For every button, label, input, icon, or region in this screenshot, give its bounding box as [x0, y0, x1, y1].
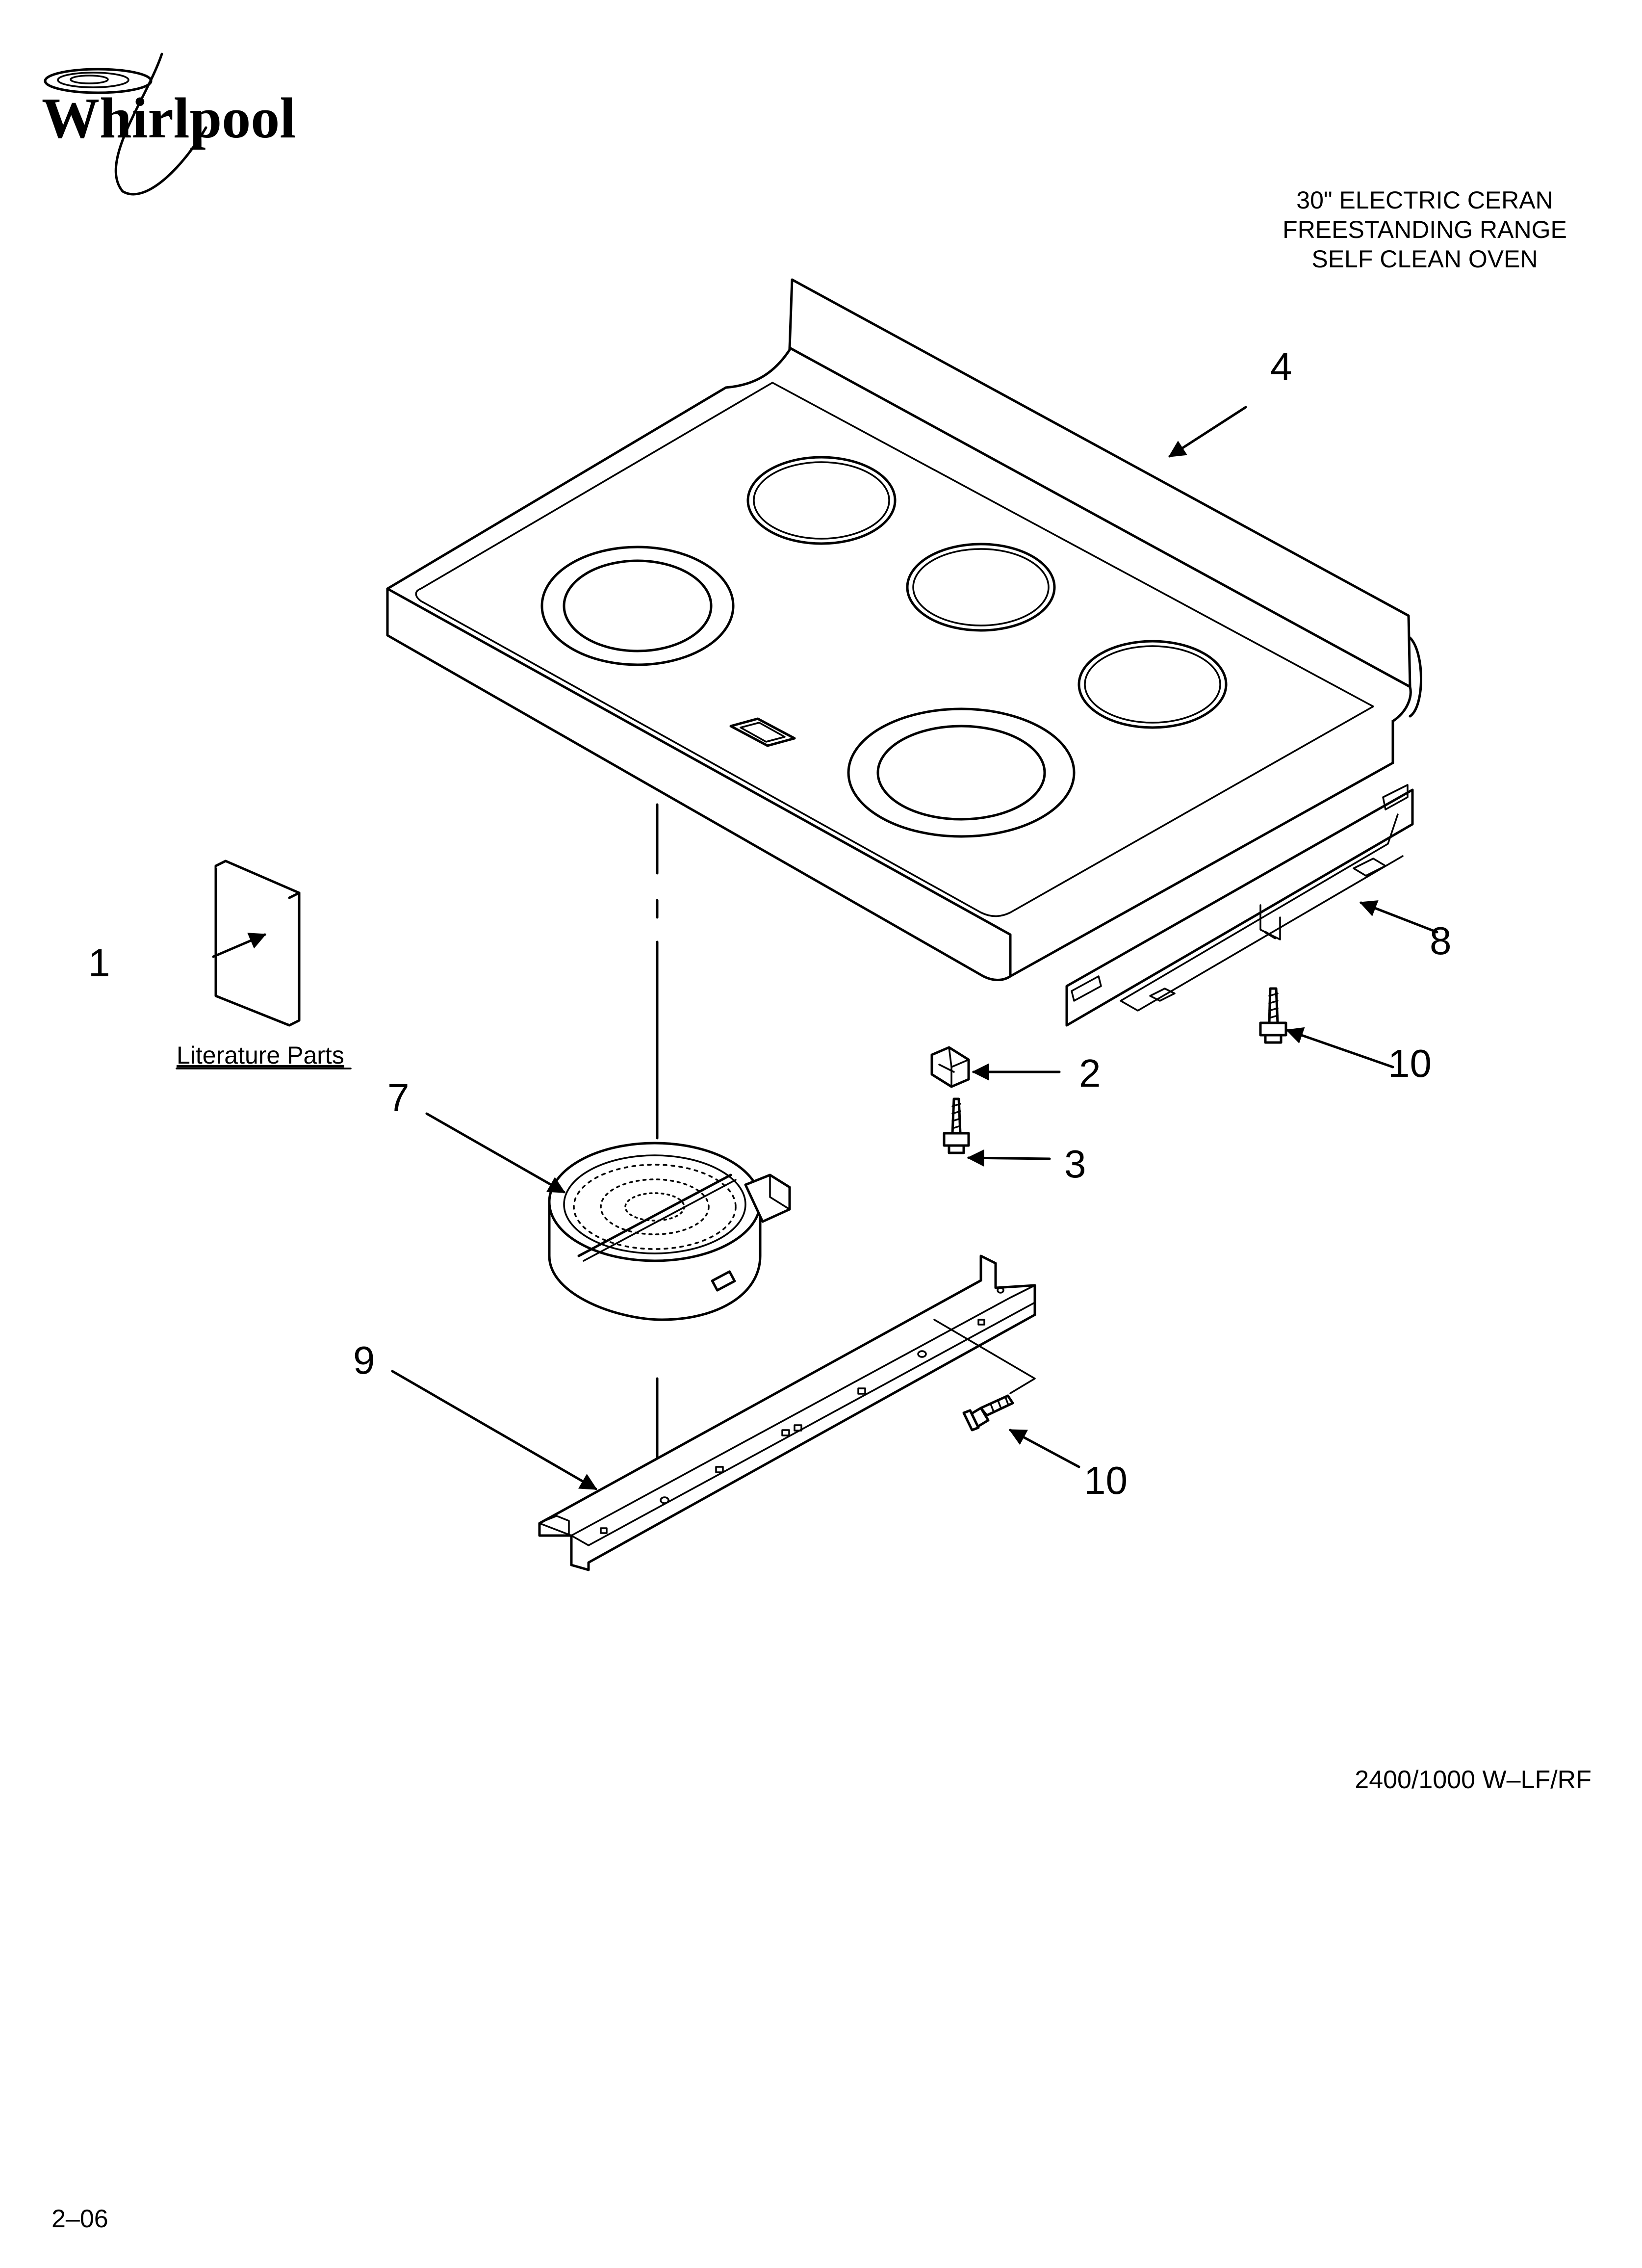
title-line-1: 30" ELECTRIC CERAN	[1296, 186, 1553, 214]
callout-9: 9	[353, 1338, 375, 1382]
cooktop-burner-large-front	[847, 707, 1076, 838]
callout-numbers: 1 4 8 10 2 3 7 9 10	[88, 345, 1452, 1502]
cooktop-burner-small-right	[1078, 640, 1228, 729]
screw-part-10-lower	[962, 1394, 1014, 1432]
leader-arrow-8	[1359, 900, 1438, 934]
leader-arrow-4	[1168, 406, 1247, 458]
page-code: 2–06	[51, 2205, 108, 2233]
callout-8: 8	[1430, 919, 1452, 963]
callout-7: 7	[387, 1076, 410, 1120]
element-wattage-note: 2400/1000 W–LF/RF	[1355, 1766, 1591, 1794]
cooktop-part-4	[386, 278, 1422, 981]
literature-parts-part-1: Literature Parts	[176, 860, 352, 1069]
leader-arrow-1	[212, 933, 267, 958]
swirl-icon	[44, 52, 207, 196]
title-line-3: SELF CLEAN OVEN	[1311, 245, 1538, 273]
leader-arrows	[212, 406, 1438, 1490]
callout-3: 3	[1064, 1142, 1086, 1186]
surface-element-part-7	[548, 1142, 791, 1321]
hot-surface-indicator-icon	[729, 717, 796, 747]
bracket-holes	[600, 1287, 1004, 1534]
callout-10-upper: 10	[1388, 1042, 1432, 1085]
literature-parts-label: Literature Parts	[177, 1042, 344, 1069]
rear-bracket-part-8	[1065, 784, 1414, 1027]
logo-wordmark: Whirlpool	[42, 86, 296, 150]
leader-arrow-10-lower	[1008, 1429, 1080, 1468]
screw-part-10-upper	[1259, 987, 1287, 1044]
title-block: 30" ELECTRIC CERAN FREESTANDING RANGE SE…	[1283, 186, 1567, 273]
callout-2: 2	[1079, 1051, 1101, 1095]
cooktop-burner-large-left-rear	[540, 546, 735, 666]
whirlpool-logo: Whirlpool	[42, 52, 296, 196]
leader-arrow-9	[391, 1370, 598, 1490]
clip-part-2	[930, 1046, 970, 1088]
callout-4: 4	[1270, 345, 1292, 389]
callout-10-lower: 10	[1084, 1459, 1128, 1502]
leader-arrow-7	[425, 1112, 566, 1194]
leader-arrow-10-upper	[1285, 1027, 1394, 1069]
callout-1: 1	[88, 941, 110, 985]
support-bracket-part-9	[538, 1254, 1036, 1571]
leader-arrow-3	[967, 1149, 1051, 1167]
screw-part-3	[943, 1097, 970, 1154]
cooktop-burner-small-center	[906, 543, 1056, 632]
cooktop-burner-small-center-rear	[746, 456, 897, 545]
title-line-2: FREESTANDING RANGE	[1283, 216, 1567, 243]
